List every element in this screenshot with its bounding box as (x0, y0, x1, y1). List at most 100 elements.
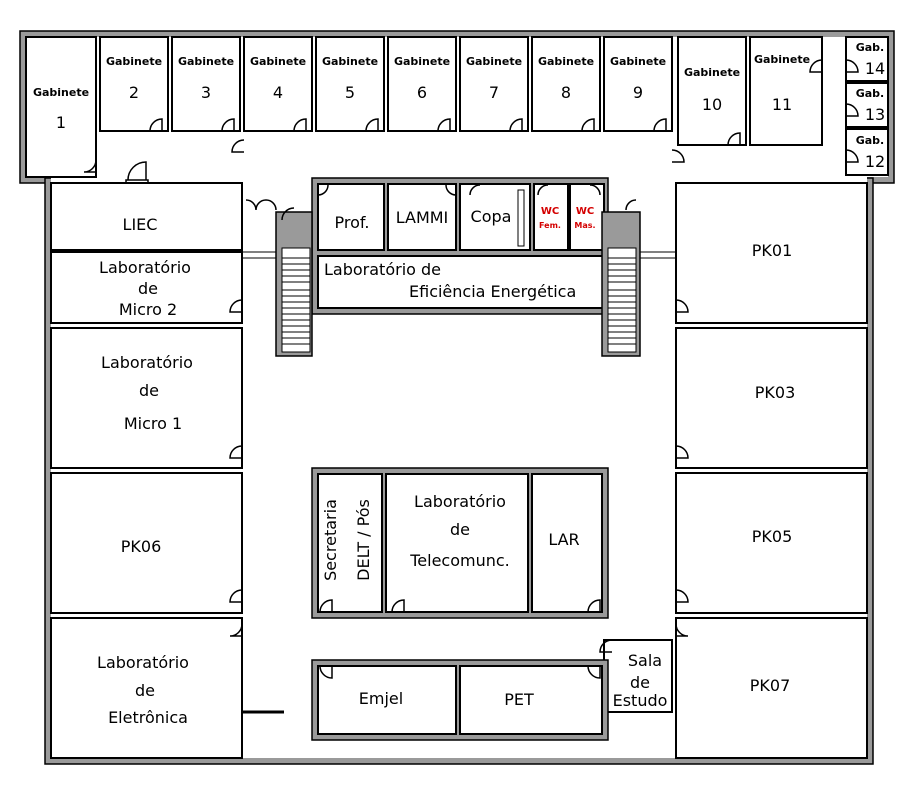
room-micro2 (50, 251, 243, 324)
office-3 (171, 36, 241, 132)
office-11 (749, 36, 823, 146)
office-row (25, 36, 889, 178)
center-bottom-doors (319, 665, 601, 679)
office-11-label: Gabinete (754, 53, 810, 66)
eletronica-line1: Laboratório (97, 653, 189, 672)
lar-label: LAR (548, 530, 579, 549)
pk03-label: PK03 (755, 383, 796, 402)
office-3-number: 3 (201, 83, 211, 102)
office-13-number: 13 (865, 105, 885, 124)
room-pk03 (675, 327, 868, 469)
room-secretaria (317, 473, 383, 613)
office-12-label: Gab. (856, 134, 885, 147)
office-10-number: 10 (702, 95, 722, 114)
sala-estudo-line1: Sala (628, 651, 662, 670)
office-13 (845, 82, 889, 128)
office-2 (99, 36, 169, 132)
room-lammi (387, 183, 457, 251)
office-1-label: Gabinete (33, 86, 89, 99)
bridges (242, 251, 676, 259)
office-8-number: 8 (561, 83, 571, 102)
office-5-label: Gabinete (322, 55, 378, 68)
pk07-label: PK07 (750, 676, 791, 695)
office-5 (315, 36, 385, 132)
copa-label: Copa (471, 207, 512, 226)
office-1-number: 1 (56, 113, 66, 132)
office-1 (25, 36, 97, 178)
room-prof (317, 183, 385, 251)
right-stairs (601, 211, 641, 357)
office-3-label: Gabinete (178, 55, 234, 68)
pet-label: PET (504, 690, 534, 709)
emjel-label: Emjel (359, 689, 403, 708)
sala-estudo-line3: Estudo (613, 691, 668, 710)
office-7-number: 7 (489, 83, 499, 102)
office-13-label: Gab. (856, 87, 885, 100)
room-liec (50, 182, 243, 251)
left-stairs (275, 207, 313, 357)
secretaria-line1: Secretaria (321, 499, 340, 581)
lammi-label: LAMMI (396, 208, 449, 227)
office-5-number: 5 (345, 83, 355, 102)
wc-mas-line1: WC (576, 206, 594, 217)
wc-fem-line1: WC (541, 206, 559, 217)
wc-mas-line2: Mas. (574, 221, 595, 230)
lee-line2: Eficiência Energética (409, 282, 576, 301)
office-12-number: 12 (865, 152, 885, 171)
secretaria-line2: DELT / Pós (354, 499, 373, 581)
room-labels: LIEC Laboratório de Micro 2 Laboratório … (97, 206, 795, 727)
office-9-number: 9 (633, 83, 643, 102)
office-labels: Gabinete 1 Gabinete 2 Gabinete 3 Gabinet… (33, 41, 885, 171)
eletronica-line3: Eletrônica (108, 708, 188, 727)
room-telecom (385, 473, 529, 613)
center-middle-doors (319, 599, 601, 613)
office-11-number: 11 (772, 95, 792, 114)
micro1-line1: Laboratório (101, 353, 193, 372)
office-2-label: Gabinete (106, 55, 162, 68)
left-doors (229, 199, 277, 637)
right-doors (599, 199, 689, 653)
office-7 (459, 36, 529, 132)
office-6-label: Gabinete (394, 55, 450, 68)
room-wc-fem (533, 183, 569, 251)
center-top-doors (317, 184, 601, 196)
room-eletronica (50, 617, 243, 759)
office-4 (243, 36, 313, 132)
room-pk07 (675, 617, 868, 759)
pk05-label: PK05 (752, 527, 793, 546)
room-micro1 (50, 327, 243, 469)
room-pk01 (675, 182, 868, 324)
office-8 (531, 36, 601, 132)
prof-label: Prof. (335, 213, 370, 232)
micro1-line3: Micro 1 (124, 414, 182, 433)
room-emjel (317, 665, 457, 735)
office-14 (845, 36, 889, 82)
office-9-label: Gabinete (610, 55, 666, 68)
office-doors (83, 59, 859, 173)
room-wc-mas (569, 183, 605, 251)
telecom-line1: Laboratório (414, 492, 506, 511)
room-pk05 (675, 472, 868, 614)
office-4-label: Gabinete (250, 55, 306, 68)
office-9 (603, 36, 673, 132)
room-lar (531, 473, 603, 613)
wc-fem-line2: Fem. (539, 221, 561, 230)
room-pet (459, 665, 603, 735)
micro2-line3: Micro 2 (119, 300, 177, 319)
liec-label: LIEC (123, 215, 158, 234)
office-8-label: Gabinete (538, 55, 594, 68)
telecom-line3: Telecomunc. (409, 551, 510, 570)
copa-counter (517, 189, 525, 247)
office-6 (387, 36, 457, 132)
office-6-number: 6 (417, 83, 427, 102)
micro2-line1: Laboratório (99, 258, 191, 277)
eletronica-line2: de (135, 681, 155, 700)
room-pk06 (50, 472, 243, 614)
office-2-number: 2 (129, 83, 139, 102)
sala-estudo-line2: de (630, 673, 650, 692)
office-14-number: 14 (865, 59, 885, 78)
office-10 (677, 36, 747, 146)
micro1-line2: de (139, 381, 159, 400)
office-4-number: 4 (273, 83, 283, 102)
